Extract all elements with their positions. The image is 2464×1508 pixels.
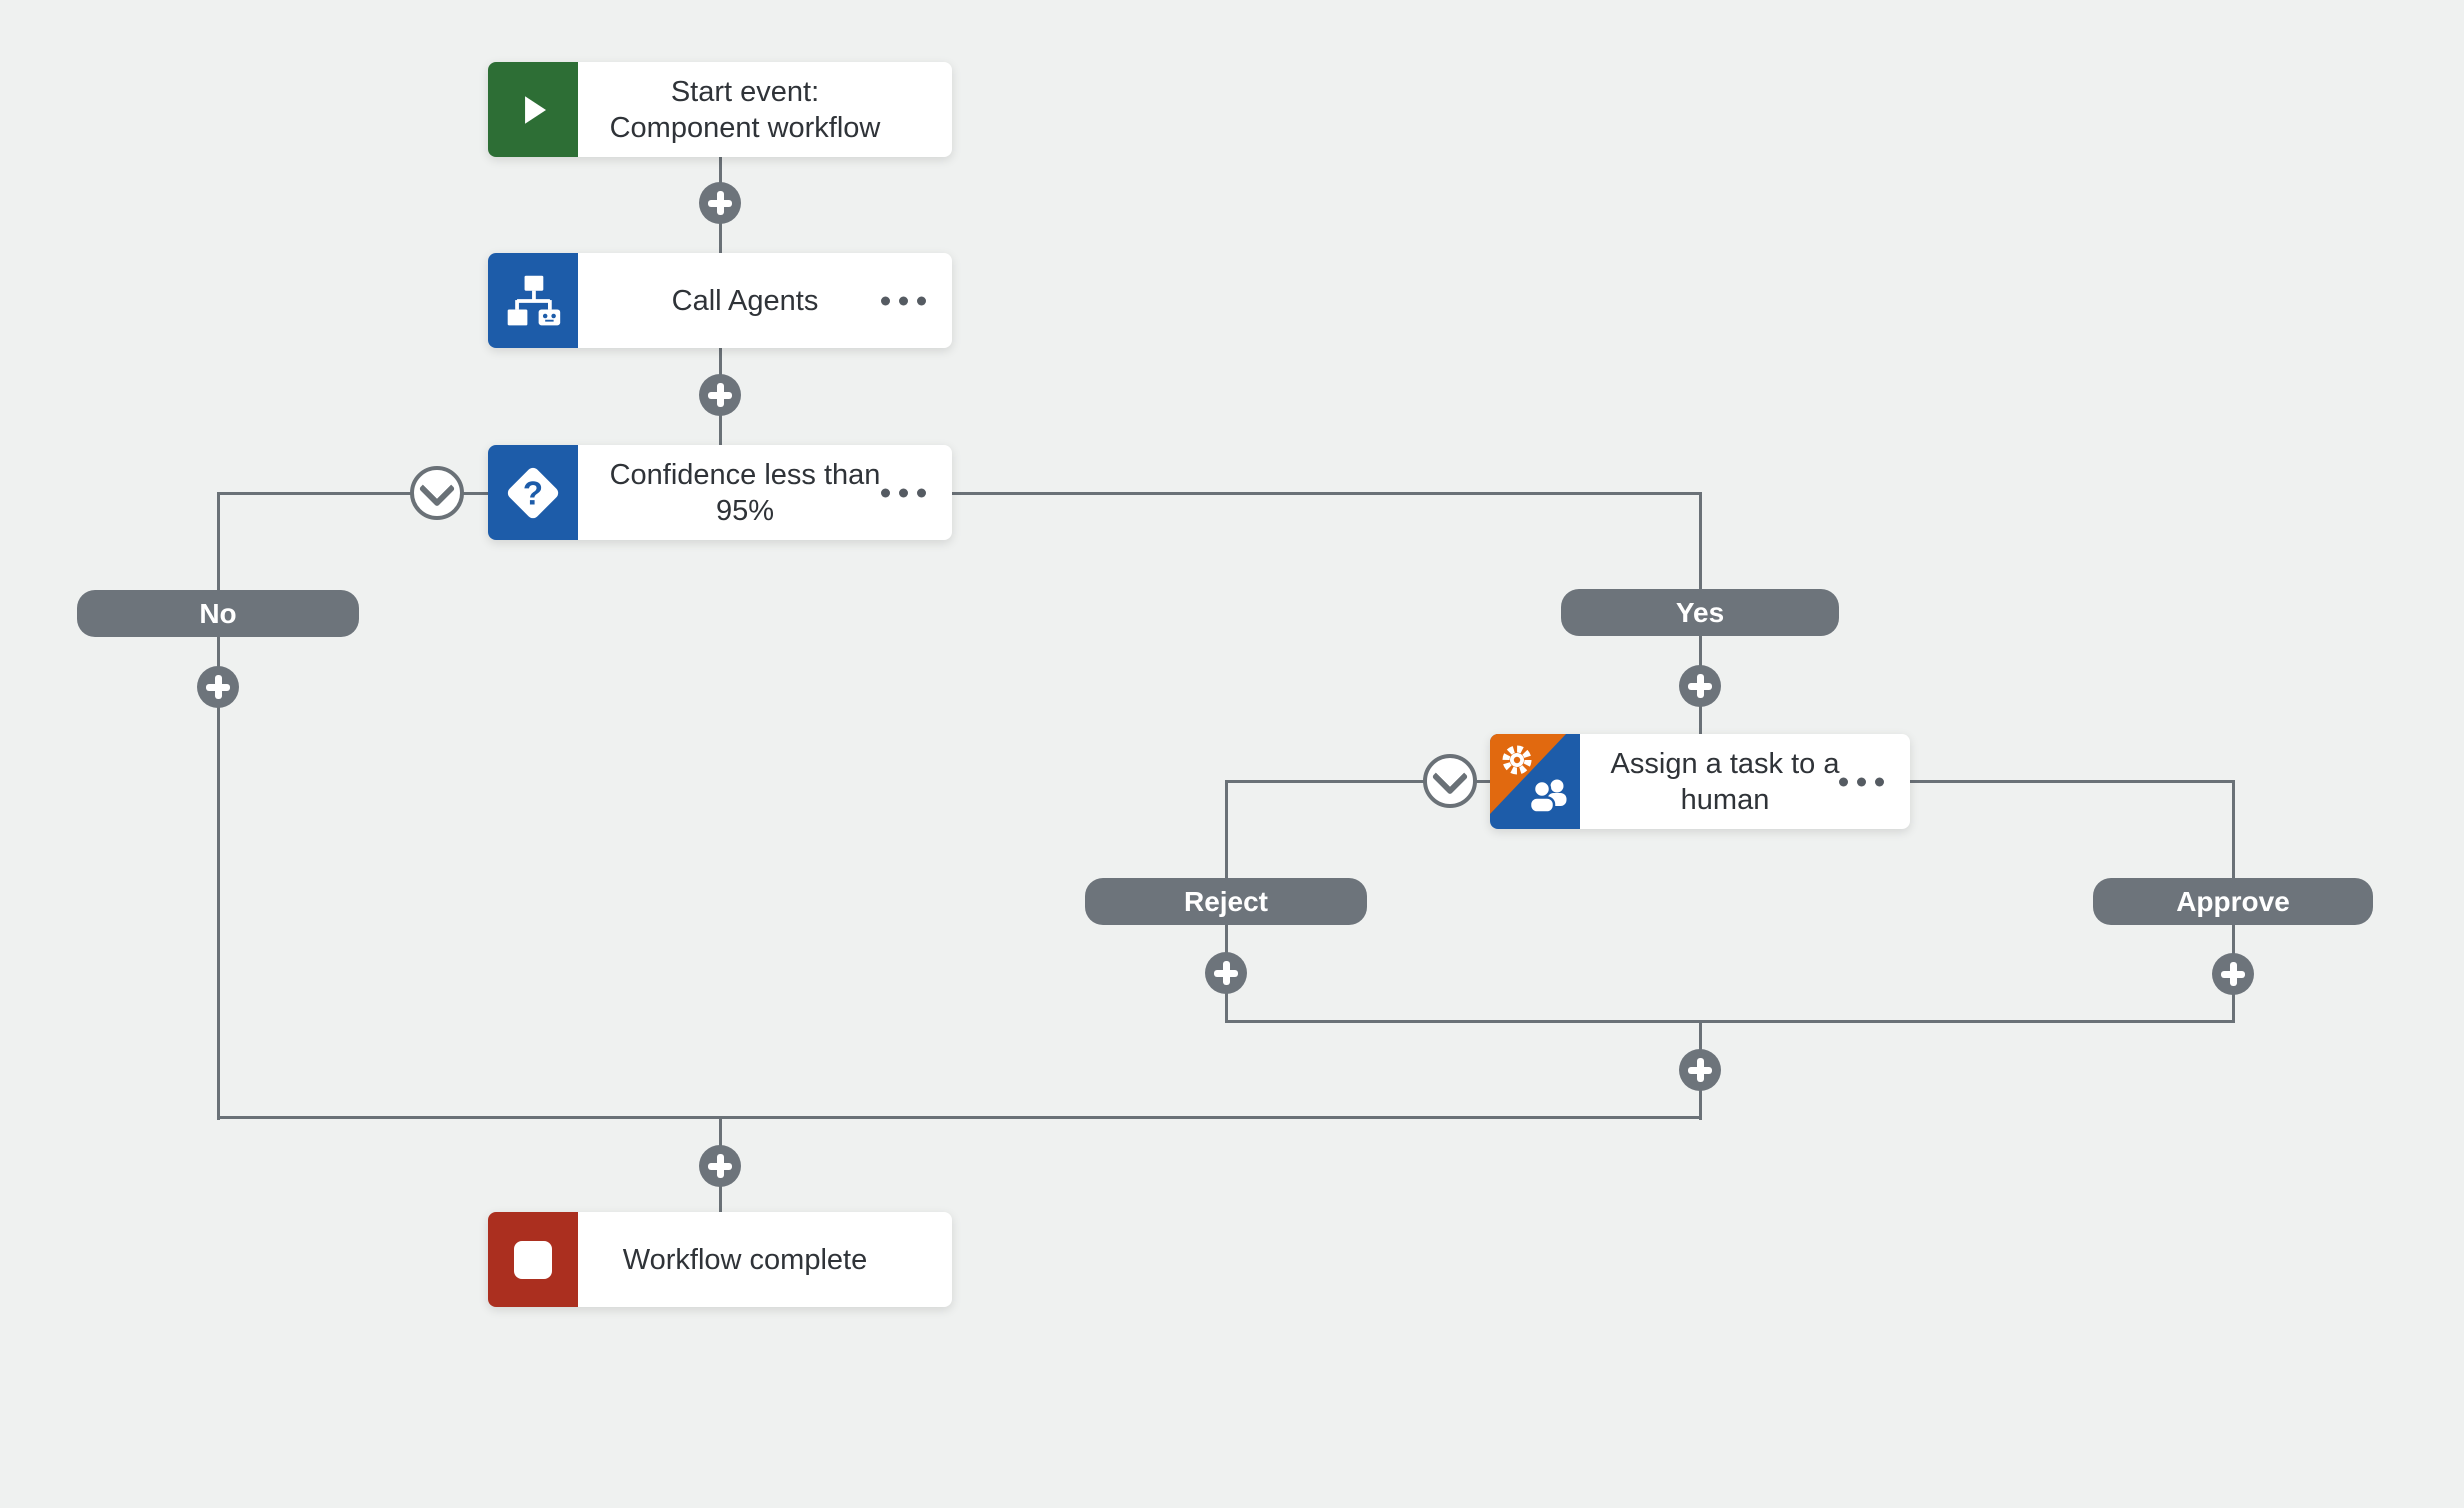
add-step-button[interactable] [699, 182, 741, 224]
branch-label-text: Reject [1183, 885, 1269, 917]
plus-icon [1679, 665, 1721, 707]
connector-line [1909, 779, 2235, 783]
add-step-button[interactable] [699, 1145, 741, 1187]
plus-icon [2212, 953, 2254, 995]
node-title: Start event: Component workflow [609, 75, 881, 144]
node-call-agents[interactable]: Call Agents [488, 253, 952, 348]
svg-text:?: ? [523, 474, 543, 511]
more-options-icon[interactable] [881, 296, 926, 305]
branch-label-text: No [199, 597, 237, 629]
add-step-button[interactable] [1679, 665, 1721, 707]
branch-label-reject: Reject [1085, 878, 1367, 925]
gear-people-icon [1490, 734, 1580, 829]
connector-line [216, 637, 220, 1120]
add-step-button[interactable] [699, 374, 741, 416]
collapse-branch-button[interactable] [410, 466, 464, 520]
node-workflow-complete[interactable]: Workflow complete [488, 1212, 952, 1307]
node-title: Assign a task to a human [1610, 747, 1840, 816]
plus-icon [1679, 1049, 1721, 1091]
more-options-icon[interactable] [881, 488, 926, 497]
add-step-button[interactable] [197, 666, 239, 708]
play-icon [488, 62, 578, 157]
branch-label-approve: Approve [2093, 878, 2373, 925]
collapse-branch-button[interactable] [1423, 754, 1477, 808]
plus-icon [699, 374, 741, 416]
chevron-down-icon [1431, 758, 1469, 796]
connector-line [1698, 491, 1702, 590]
stop-square-icon [488, 1212, 578, 1307]
plus-icon [197, 666, 239, 708]
node-title: Workflow complete [622, 1243, 868, 1276]
org-chart-bot-icon [488, 253, 578, 348]
connector-line [2231, 779, 2235, 880]
branch-label-yes: Yes [1561, 589, 1839, 636]
node-title: Confidence less than 95% [609, 458, 881, 527]
plus-icon [699, 1145, 741, 1187]
add-step-button[interactable] [1205, 952, 1247, 994]
connector-line [1224, 1019, 2235, 1023]
branch-label-no: No [77, 590, 359, 637]
node-confidence-gateway[interactable]: ? Confidence less than 95% [488, 445, 952, 540]
plus-icon [1205, 952, 1247, 994]
more-options-icon[interactable] [1839, 777, 1884, 786]
connector-line [1224, 779, 1228, 880]
connector-line [1224, 779, 1424, 783]
node-title: Call Agents [671, 284, 819, 317]
connector-line [951, 491, 1702, 495]
add-step-button[interactable] [2212, 953, 2254, 995]
branch-label-text: Yes [1675, 596, 1725, 628]
node-assign-task[interactable]: Assign a task to a human [1490, 734, 1910, 829]
branch-label-text: Approve [2176, 885, 2290, 917]
add-step-button[interactable] [1679, 1049, 1721, 1091]
question-diamond-icon: ? [488, 445, 578, 540]
chevron-down-icon [418, 470, 456, 508]
plus-icon [699, 182, 741, 224]
connector-line [216, 1115, 1702, 1119]
connector-line [216, 491, 220, 591]
connector-line [216, 491, 411, 495]
connector-line [463, 491, 489, 495]
node-start-event[interactable]: Start event: Component workflow [488, 62, 952, 157]
connector-line [1476, 779, 1492, 783]
